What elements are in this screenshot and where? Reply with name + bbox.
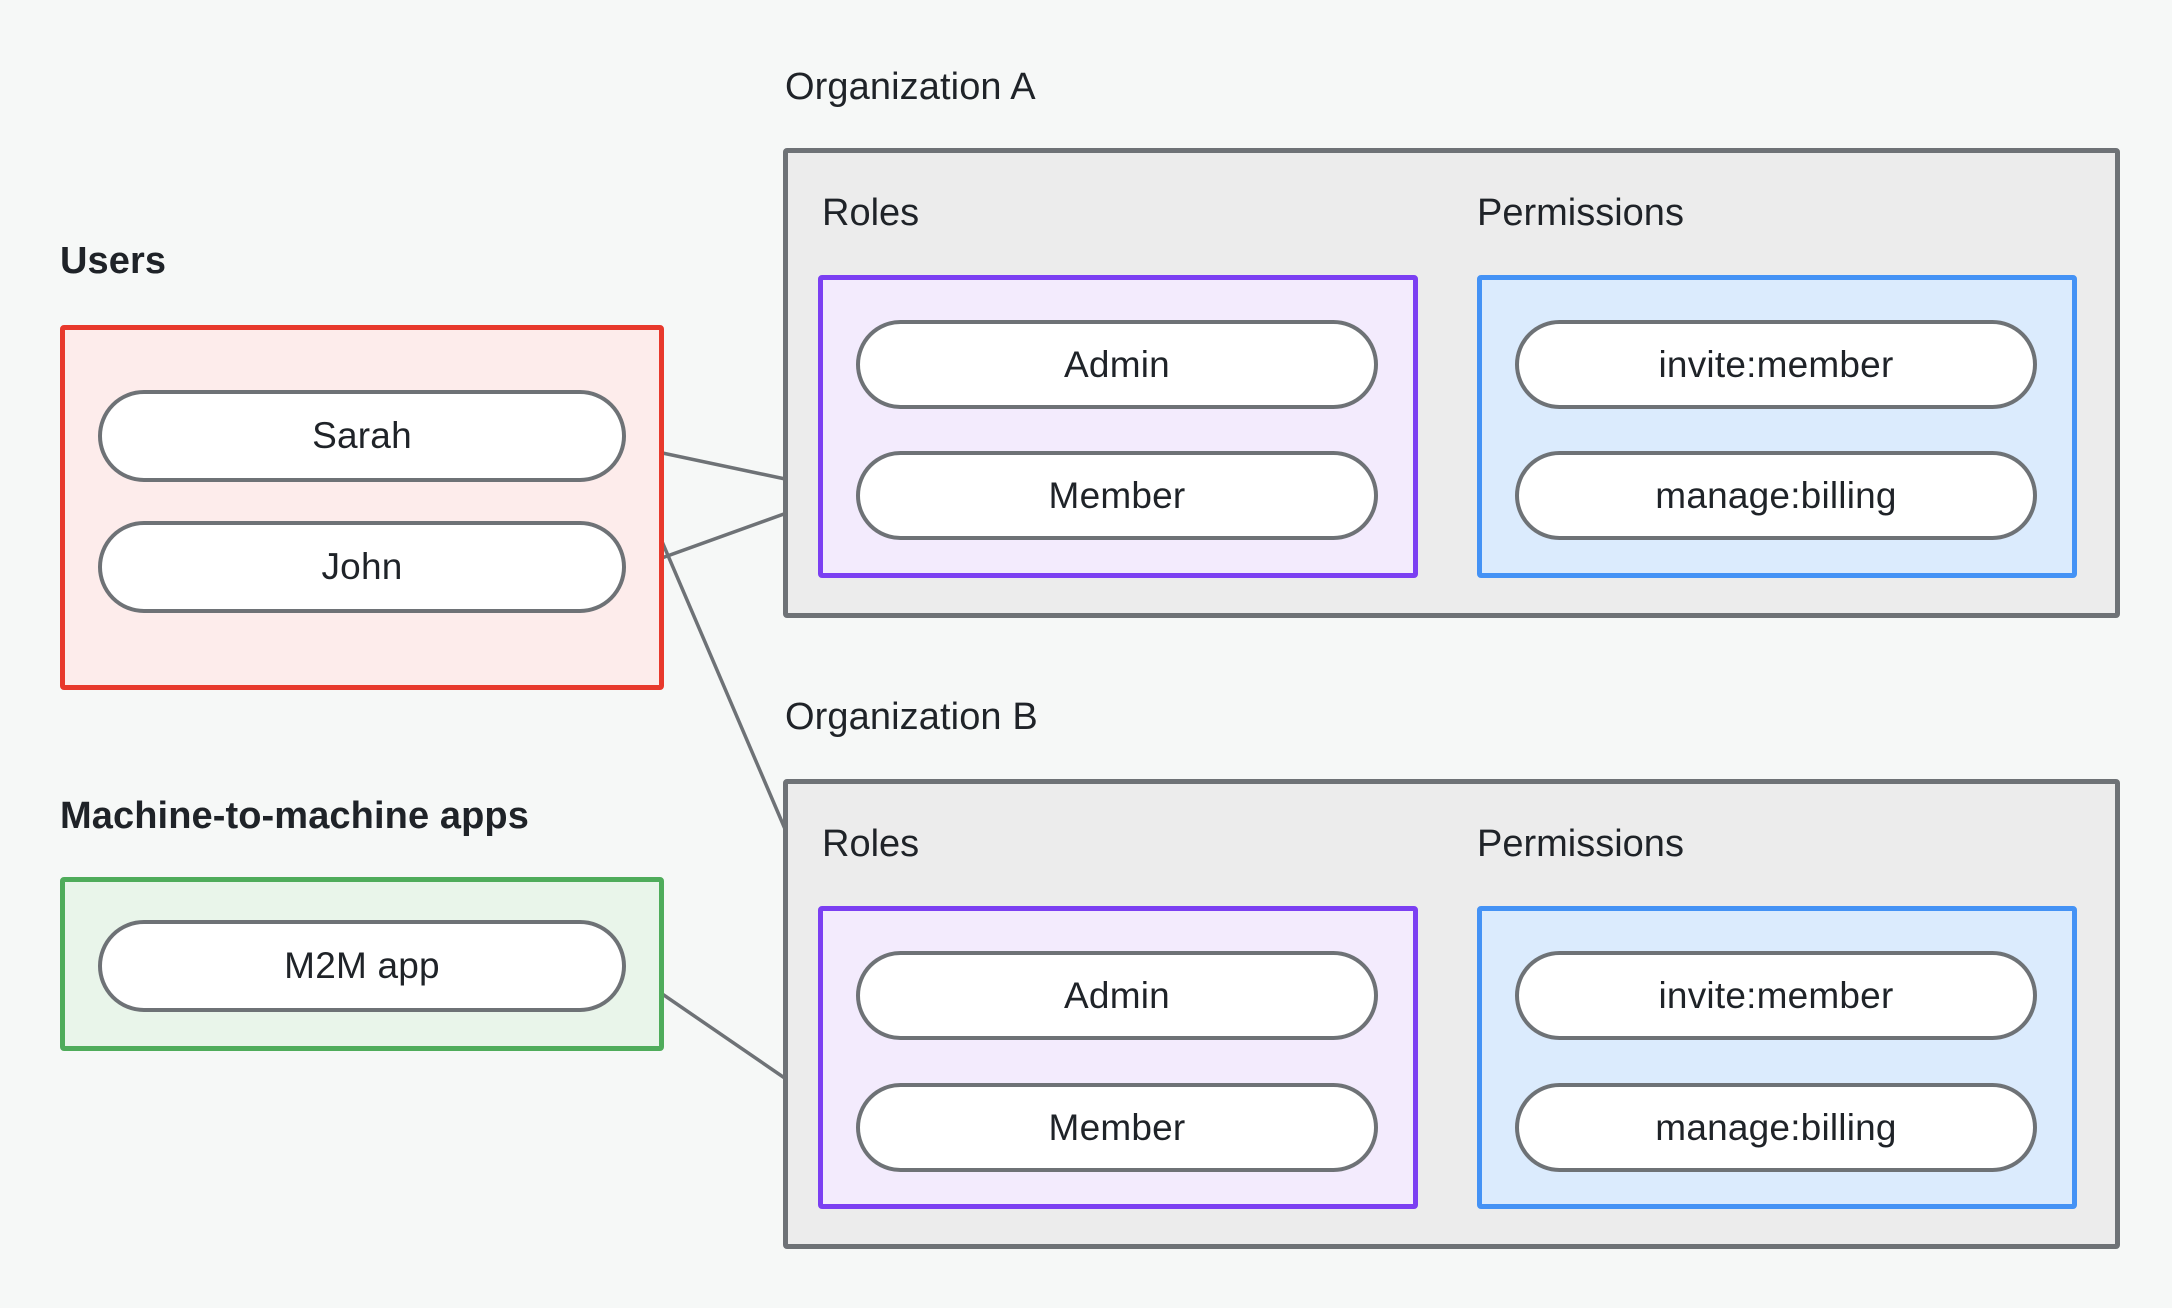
org-b-roles-label: Roles — [822, 823, 920, 865]
node-org-b-perm-manage-billing[interactable]: manage:billing — [1515, 1083, 2037, 1172]
org-a-roles-label: Roles — [822, 192, 920, 234]
node-m2m-app[interactable]: M2M app — [98, 920, 626, 1012]
org-b-permissions-label: Permissions — [1477, 823, 1684, 865]
node-sarah[interactable]: Sarah — [98, 390, 626, 482]
node-org-b-role-admin[interactable]: Admin — [856, 951, 1378, 1040]
org-a-label: Organization A — [785, 66, 1036, 108]
node-org-b-role-member[interactable]: Member — [856, 1083, 1378, 1172]
node-org-a-role-admin[interactable]: Admin — [856, 320, 1378, 409]
node-org-a-perm-invite-member[interactable]: invite:member — [1515, 320, 2037, 409]
org-a-permissions-label: Permissions — [1477, 192, 1684, 234]
node-john[interactable]: John — [98, 521, 626, 613]
node-org-a-perm-manage-billing[interactable]: manage:billing — [1515, 451, 2037, 540]
m2m-group-label: Machine-to-machine apps — [60, 795, 529, 837]
org-b-label: Organization B — [785, 696, 1038, 738]
users-container — [60, 325, 664, 690]
node-org-a-role-member[interactable]: Member — [856, 451, 1378, 540]
users-group-label: Users — [60, 240, 167, 282]
node-org-b-perm-invite-member[interactable]: invite:member — [1515, 951, 2037, 1040]
